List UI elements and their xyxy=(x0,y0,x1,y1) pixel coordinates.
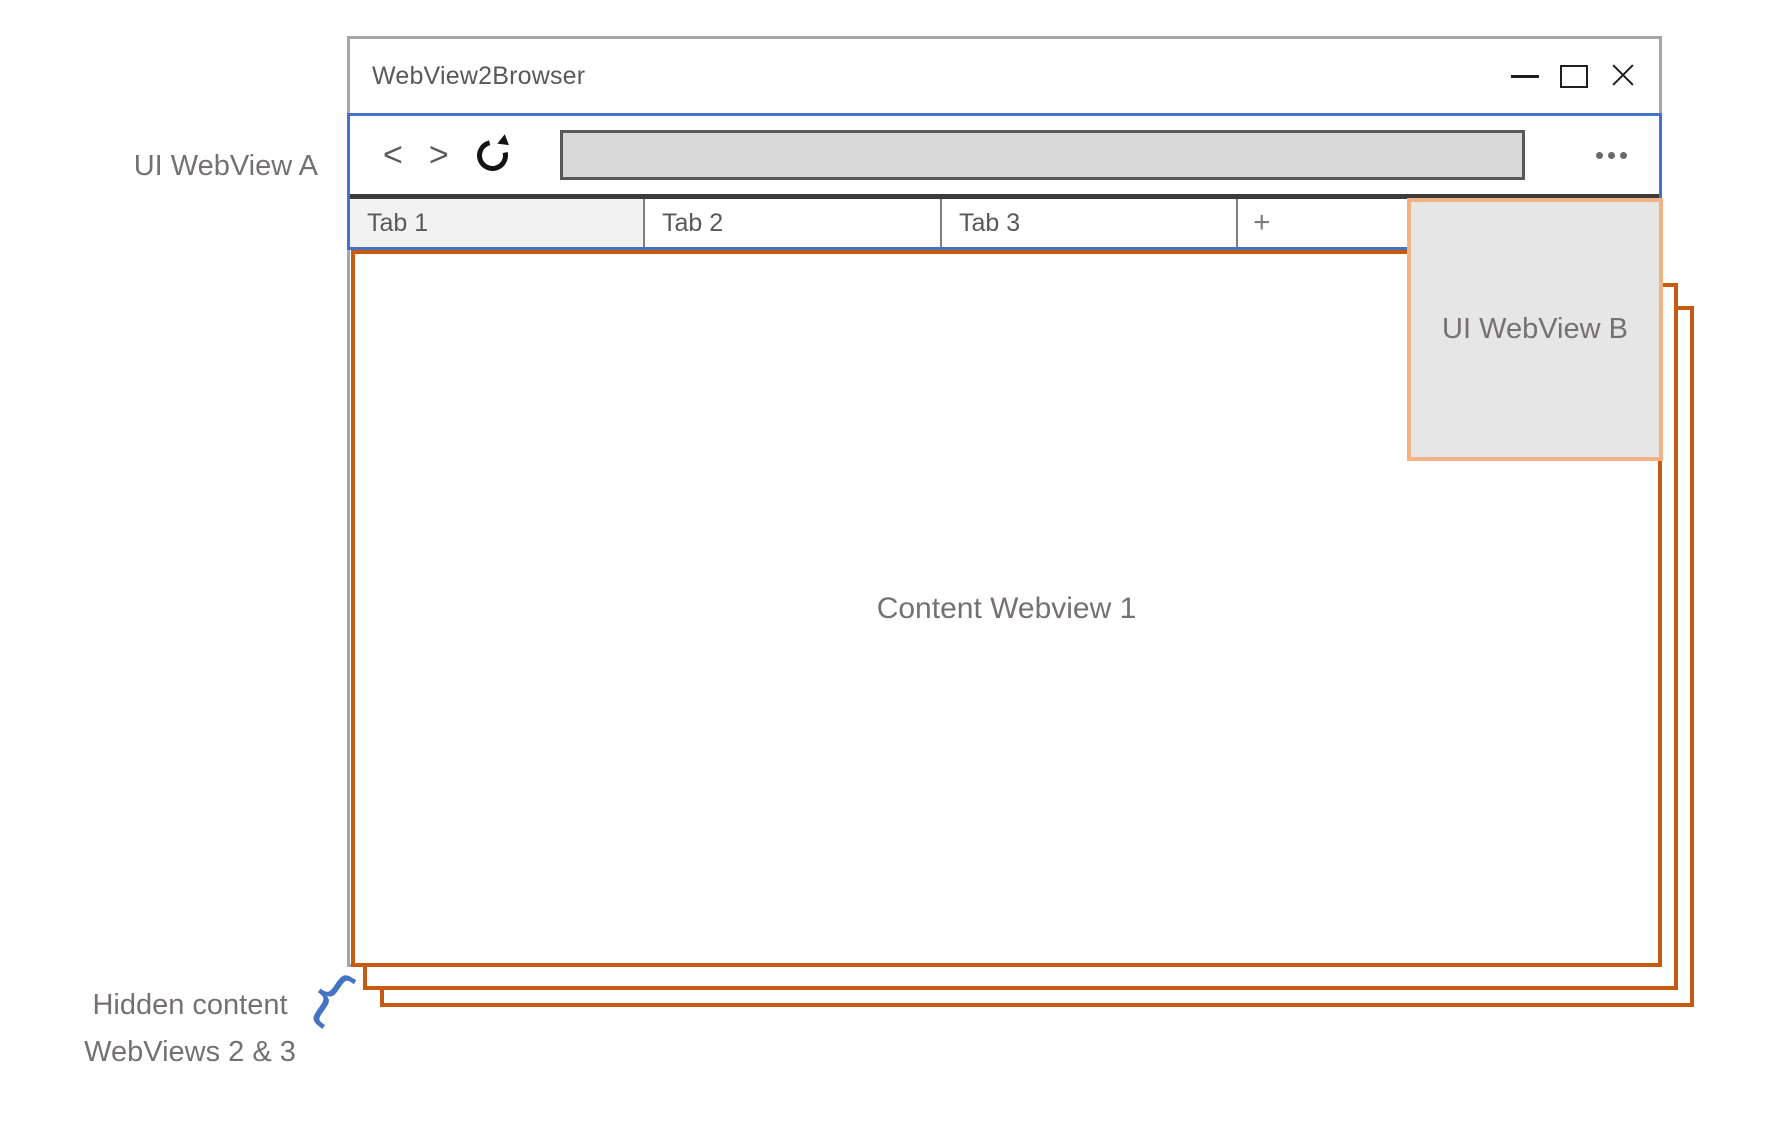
maximize-icon xyxy=(1560,64,1588,88)
annotation-hidden-line2: WebViews 2 & 3 xyxy=(84,1036,296,1068)
tab-3[interactable]: Tab 3 xyxy=(942,199,1238,247)
annotation-ui-webview-a: UI WebView A xyxy=(133,150,318,182)
content-webview-1-label: Content Webview 1 xyxy=(876,591,1137,625)
forward-icon: > xyxy=(428,136,449,174)
toolbar-tab-separator xyxy=(350,194,1659,199)
ui-webview-a-region: < > Tab 1 Tab 2 Tab 3 + xyxy=(347,113,1662,250)
tab-2-label: Tab 2 xyxy=(662,208,724,237)
annotation-hidden-webviews: Hidden content WebViews 2 & 3 xyxy=(62,982,318,1076)
brace-icon: { xyxy=(292,954,369,1038)
ui-webview-b-label: UI WebView B xyxy=(1442,313,1628,345)
close-icon xyxy=(1610,63,1636,89)
ui-webview-b-overlay: UI WebView B xyxy=(1407,198,1663,461)
window-title: WebView2Browser xyxy=(372,61,586,90)
annotation-hidden-line1: Hidden content xyxy=(92,989,288,1021)
window-controls xyxy=(1510,63,1638,89)
back-icon: < xyxy=(383,136,403,174)
reload-button[interactable] xyxy=(470,133,514,177)
back-button[interactable]: < xyxy=(383,138,403,172)
navigation-toolbar: < > xyxy=(350,116,1659,194)
minimize-icon xyxy=(1511,74,1539,78)
more-menu-dot-icon xyxy=(1596,151,1603,159)
forward-button[interactable]: > xyxy=(429,138,449,172)
title-bar: WebView2Browser xyxy=(350,39,1659,113)
tab-3-label: Tab 3 xyxy=(959,208,1021,237)
minimize-button[interactable] xyxy=(1510,63,1540,89)
more-menu-dot-icon xyxy=(1608,151,1615,159)
tab-1[interactable]: Tab 1 xyxy=(350,199,645,247)
close-button[interactable] xyxy=(1608,63,1638,89)
more-menu-dot-icon xyxy=(1620,151,1627,159)
address-bar-input[interactable] xyxy=(559,130,1525,180)
more-menu-button[interactable] xyxy=(1596,140,1627,170)
tab-2[interactable]: Tab 2 xyxy=(645,199,942,247)
tab-1-label: Tab 1 xyxy=(367,208,429,237)
new-tab-icon: + xyxy=(1253,206,1271,239)
maximize-button[interactable] xyxy=(1559,63,1589,89)
